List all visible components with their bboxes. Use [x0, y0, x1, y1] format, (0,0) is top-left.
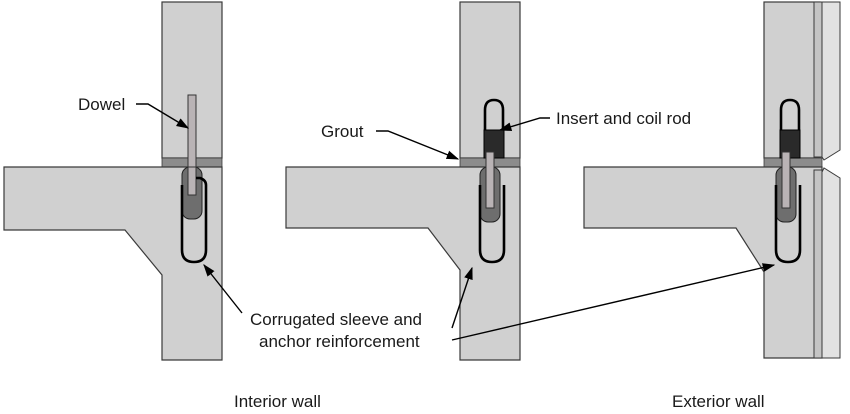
label-insert-coil-rod: Insert and coil rod: [556, 109, 691, 128]
anchor-reinforcement-loop: [180, 176, 208, 264]
insert-loop: [779, 98, 801, 135]
exterior-wythe-lower: [821, 167, 841, 359]
exterior-wythe-upper: [821, 1, 841, 161]
leader-grout: [376, 130, 460, 160]
leader-insert-coil-rod: [498, 117, 550, 131]
label-sleeve-line1: Corrugated sleeve and: [250, 310, 422, 329]
anchor-reinforcement-loop: [478, 185, 506, 264]
dowel-bar-embedded: [187, 166, 197, 196]
caption-interior: Interior wall: [234, 392, 321, 411]
caption-exterior: Exterior wall: [672, 392, 765, 411]
leader-sleeve-left: [203, 264, 243, 314]
hollow-core-slab-corbel: [285, 166, 521, 361]
leader-sleeve-right: [451, 263, 776, 341]
detail-interior-middle: [285, 1, 521, 361]
hollow-core-slab-corbel: [3, 166, 223, 361]
facing-layer-lower: [813, 169, 823, 359]
leader-lines: [136, 103, 776, 341]
label-grout: Grout: [321, 122, 364, 141]
facing-layer-upper: [813, 1, 823, 158]
label-sleeve-line2: anchor reinforcement: [259, 332, 420, 351]
detail-interior-left: [3, 1, 223, 361]
leader-dowel: [136, 103, 190, 129]
insert-loop: [483, 98, 505, 135]
anchor-reinforcement-loop: [774, 185, 802, 264]
leader-sleeve-middle: [451, 266, 473, 329]
coil-rod: [781, 151, 791, 209]
grout-bed: [763, 157, 823, 168]
coil-rod: [485, 151, 495, 209]
detail-exterior: [583, 1, 841, 359]
label-dowel: Dowel: [78, 95, 125, 114]
